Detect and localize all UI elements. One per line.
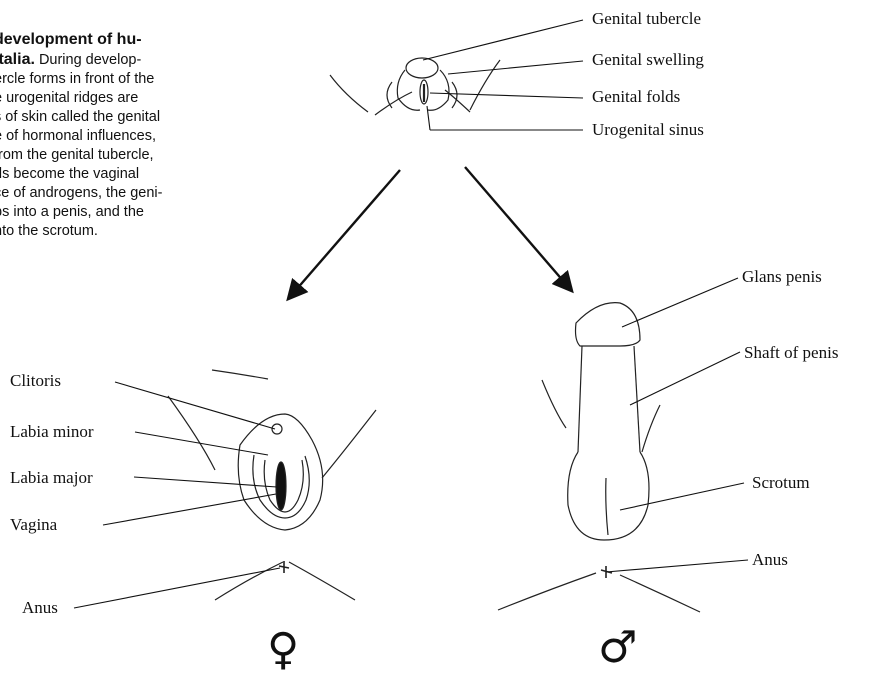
label-shaft-of-penis: Shaft of penis [744, 344, 838, 361]
label-urogenital-sinus: Urogenital sinus [592, 121, 704, 138]
undifferentiated-leader-lines [423, 20, 583, 130]
male-symbol-icon: ♂ [598, 626, 637, 670]
arrow-to-female [289, 170, 400, 298]
female-genitalia-drawing [168, 370, 376, 600]
label-clitoris: Clitoris [10, 372, 61, 389]
undifferentiated-genitalia-drawing [330, 58, 500, 115]
label-vagina: Vagina [10, 516, 57, 533]
label-glans-penis: Glans penis [742, 268, 822, 285]
male-leader-lines [606, 278, 748, 572]
label-anus-female: Anus [22, 599, 58, 616]
male-genitalia-drawing [498, 303, 700, 612]
label-scrotum: Scrotum [752, 474, 810, 491]
female-symbol-icon: ♀ [267, 628, 299, 672]
arrow-to-male [465, 167, 571, 290]
label-anus-male: Anus [752, 551, 788, 568]
label-genital-tubercle: Genital tubercle [592, 10, 701, 27]
label-labia-minor: Labia minor [10, 423, 94, 440]
label-genital-swelling: Genital swelling [592, 51, 704, 68]
label-genital-folds: Genital folds [592, 88, 680, 105]
label-labia-major: Labia major [10, 469, 93, 486]
female-leader-lines [74, 382, 280, 608]
